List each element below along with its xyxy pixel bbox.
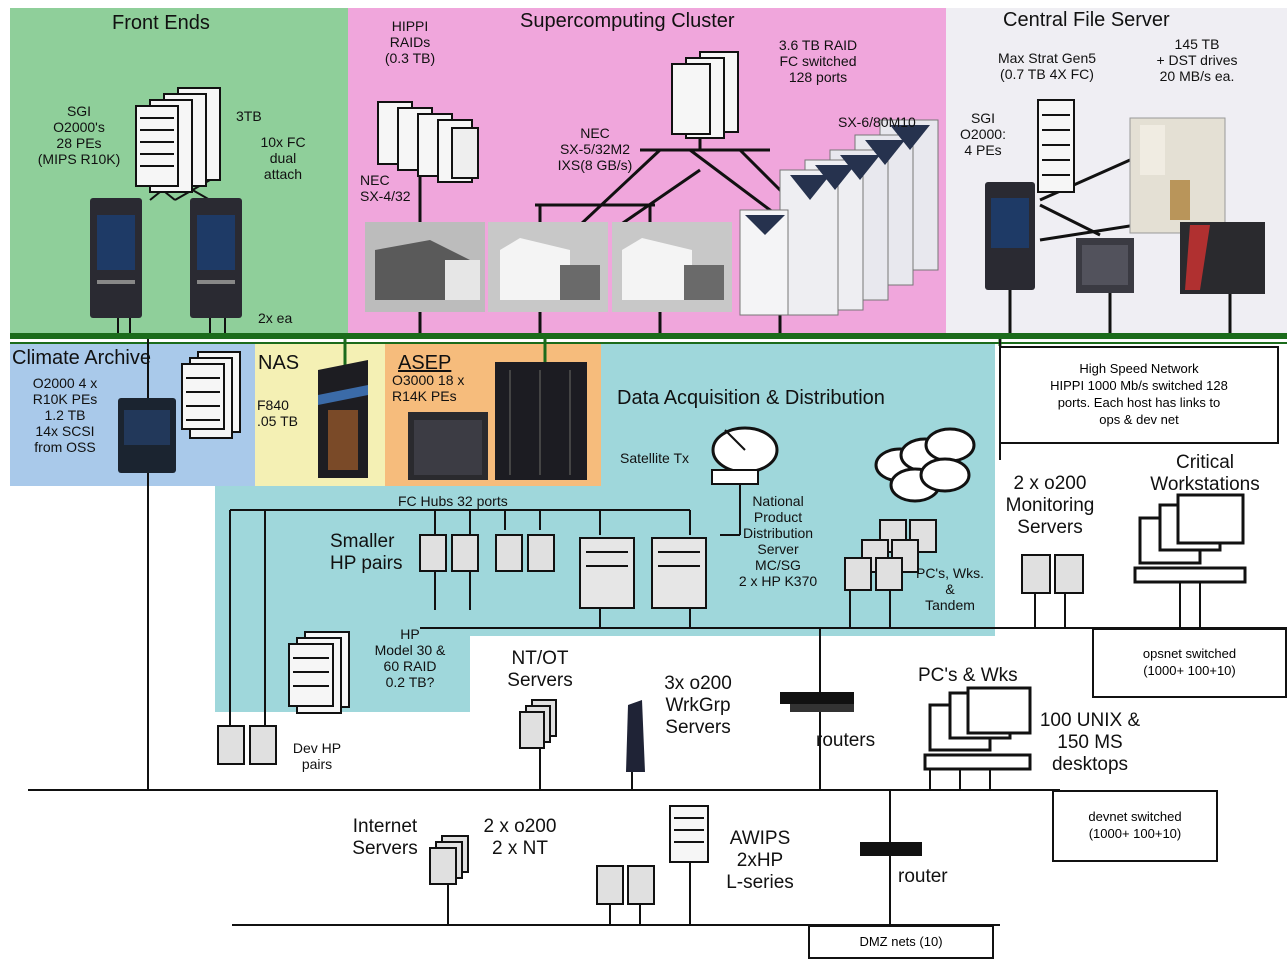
desktops: [925, 688, 1030, 769]
central-file-server-title: Central File Server: [1003, 9, 1170, 32]
dev-hp-pairs: [218, 726, 276, 764]
npds-label: National Product Distribution Server MC/…: [728, 493, 828, 590]
storage-3tb-label: 3TB: [236, 108, 262, 124]
unix-ms-label: 100 UNIX & 150 MS desktops: [1030, 710, 1150, 776]
raid-36-label: 3.6 TB RAID FC switched 128 ports: [758, 37, 878, 85]
two-ea-label: 2x ea: [258, 310, 292, 326]
nec-sx5-unit-2: [612, 222, 732, 312]
sgi-file-server: [985, 182, 1035, 290]
router-dmz: [860, 842, 922, 856]
hippi-raids-label: HIPPI RAIDs (0.3 TB): [375, 18, 445, 66]
monitoring-servers: [1022, 555, 1083, 593]
router-ops: [780, 692, 854, 712]
fc-dual-label: 10x FC dual attach: [248, 134, 318, 182]
awips-servers: [597, 866, 654, 904]
nec-sx4: [365, 222, 485, 312]
dev-hp-label: Dev HP pairs: [282, 740, 352, 772]
fc-hubs-label: FC Hubs 32 ports: [398, 493, 508, 509]
hp-raid-label: HP Model 30 & 60 RAID 0.2 TB?: [350, 626, 470, 690]
pcs-wks-label: PC's & Wks: [918, 665, 1018, 687]
critical-workstations: [1135, 495, 1245, 582]
wrkgrp-server: [626, 700, 645, 772]
nec-sx5-unit-1: [488, 222, 608, 312]
smaller-hp-label: Smaller HP pairs: [330, 531, 403, 575]
tape-library: [1130, 118, 1225, 233]
tape-drive-rack: [1180, 222, 1265, 294]
o200-nt-label: 2 x o200 2 x NT: [470, 816, 570, 860]
nas-desc-label: F840 .05 TB: [257, 397, 298, 429]
ntot-label: NT/OT Servers: [490, 648, 590, 692]
nas-title: NAS: [258, 352, 299, 375]
nas-filer: [318, 360, 368, 478]
storage-unit: [1076, 238, 1134, 293]
front-ends-title: Front Ends: [112, 12, 210, 35]
climate-archive-title: Climate Archive: [12, 347, 151, 370]
fc-raid-stack: [672, 52, 738, 138]
climate-raid-stack: [182, 352, 240, 438]
sgi-front-end-server-2: [190, 198, 242, 318]
sx6-label: SX-6/80M10: [838, 114, 916, 130]
sgi-front-label: SGI O2000's 28 PEs (MIPS R10K): [34, 103, 124, 167]
critical-workstations-label: Critical Workstations: [1130, 452, 1280, 496]
max-strat-raid: [1038, 100, 1074, 192]
router-label: router: [898, 866, 948, 888]
ntot-servers: [520, 700, 556, 748]
hp-raid-array: [289, 632, 349, 713]
sgi-cfs-label: SGI O2000: 4 PEs: [950, 110, 1016, 158]
routers-label: routers: [816, 730, 875, 752]
tb145-label: 145 TB + DST drives 20 MB/s ea.: [1132, 36, 1262, 84]
nec-sx4-label: NEC SX-4/32: [360, 172, 411, 204]
maxstrat-label: Max Strat Gen5 (0.7 TB 4X FC): [982, 50, 1112, 82]
satellite-label: Satellite Tx: [620, 450, 689, 466]
devnet-box: devnet switched (1000+ 100+10): [1052, 790, 1218, 862]
opsnet-box: opsnet switched (1000+ 100+10): [1092, 628, 1287, 698]
dmz-nets-box: DMZ nets (10): [808, 925, 994, 959]
climate-archive-server: [118, 398, 176, 473]
monitoring-servers-label: 2 x o200 Monitoring Servers: [990, 473, 1110, 539]
awips-raid: [670, 806, 708, 862]
awips-label: AWIPS 2xHP L-series: [720, 828, 800, 894]
wrkgrp-label: 3x o200 WrkGrp Servers: [648, 673, 748, 739]
high-speed-network-box: High Speed Network HIPPI 1000 Mb/s switc…: [999, 346, 1279, 444]
climate-desc-label: O2000 4 x R10K PEs 1.2 TB 14x SCSI from …: [10, 375, 120, 455]
asep-desc-label: O3000 18 x R14K PEs: [392, 372, 464, 404]
supercomputing-title: Supercomputing Cluster: [520, 10, 735, 33]
tandem-label: PC's, Wks. & Tandem: [905, 565, 995, 613]
internet-servers: [430, 836, 468, 884]
internet-servers-label: Internet Servers: [340, 816, 430, 860]
sgi-front-end-server-1: [90, 198, 142, 318]
high-speed-backbone: [10, 333, 1287, 339]
data-acquisition-title: Data Acquisition & Distribution: [617, 387, 885, 410]
nec-sx5-label: NEC SX-5/32M2 IXS(8 GB/s): [540, 125, 650, 173]
